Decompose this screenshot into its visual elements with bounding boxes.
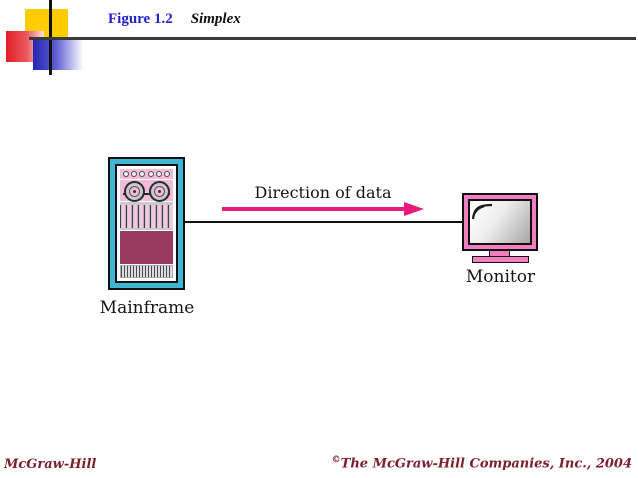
indicator-dot (139, 171, 146, 177)
direction-of-data-label: Direction of data (254, 183, 392, 202)
data-direction-arrow-head (404, 202, 424, 216)
mainframe-icon (108, 157, 185, 290)
indicator-dot (163, 171, 170, 177)
figure-number-label: Figure 1.2 (108, 11, 173, 27)
connection-line (184, 221, 463, 223)
indicator-dot (123, 171, 130, 177)
page-title: Figure 1.2 Simplex (108, 11, 241, 28)
copyright-text: The McGraw-Hill Companies, Inc., 2004 (340, 456, 632, 472)
reel-hub (129, 186, 140, 197)
mainframe-vent-slats (120, 202, 173, 230)
monitor-label: Monitor (465, 267, 536, 287)
screen-glare-icon (471, 203, 493, 220)
mainframe-inner-panel (115, 164, 178, 283)
indicator-dot (155, 171, 162, 177)
monitor-base (472, 256, 529, 263)
reel-hub (154, 186, 165, 197)
data-direction-arrow-shaft (222, 207, 406, 211)
copyright-symbol: © (331, 455, 341, 465)
tape-line (123, 193, 170, 196)
logo-blue-square (33, 39, 83, 70)
monitor-screen (468, 199, 532, 245)
footer-copyright-right: ©The McGraw-Hill Companies, Inc., 2004 (332, 455, 632, 471)
mainframe-bottom-grille (120, 265, 173, 278)
footer-publisher-left: McGraw-Hill (4, 457, 97, 472)
monitor-icon (462, 193, 538, 251)
tape-reel-icon (149, 181, 170, 202)
tape-reel-icon (124, 181, 145, 202)
mainframe-tape-drive (120, 180, 173, 202)
indicator-dot (131, 171, 138, 177)
mainframe-label: Mainframe (99, 298, 195, 318)
mainframe-front-panel (120, 231, 173, 264)
header-divider-line (29, 37, 636, 40)
indicator-dot (147, 171, 154, 177)
mainframe-indicator-lights (120, 169, 173, 179)
figure-title-label: Simplex (190, 11, 241, 27)
